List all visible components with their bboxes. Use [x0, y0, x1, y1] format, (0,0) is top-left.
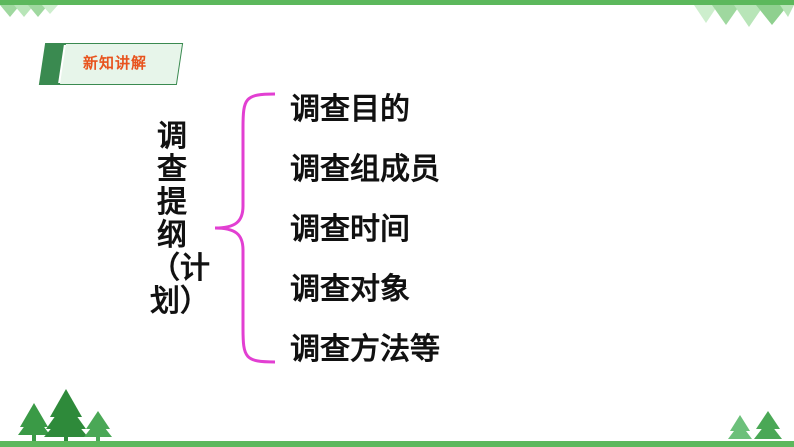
bottom-accent-bar — [0, 441, 794, 447]
bottom-right-pine-trees-icon — [728, 411, 782, 439]
outline-item: 调查目的 — [290, 92, 410, 127]
section-tag-shape — [38, 43, 184, 85]
section-tag-label: 新知讲解 — [82, 53, 147, 72]
bottom-left-pine-trees-icon — [18, 389, 112, 441]
outline-item-list: 调查目的 调查组成员 调查时间 调查对象 调查方法等 — [290, 88, 440, 388]
outline-item: 调查时间 — [290, 212, 410, 247]
top-right-triangle-pattern-icon — [694, 5, 794, 27]
outline-item: 调查对象 — [290, 272, 410, 307]
outline-item: 调查组成员 — [290, 152, 440, 187]
top-accent-bar — [0, 0, 794, 5]
outline-item: 调查方法等 — [290, 332, 440, 367]
top-left-triangle-pattern-icon — [0, 5, 58, 17]
curly-brace-icon — [214, 92, 276, 364]
outline-title: 调查提纲（计划） — [150, 119, 210, 319]
